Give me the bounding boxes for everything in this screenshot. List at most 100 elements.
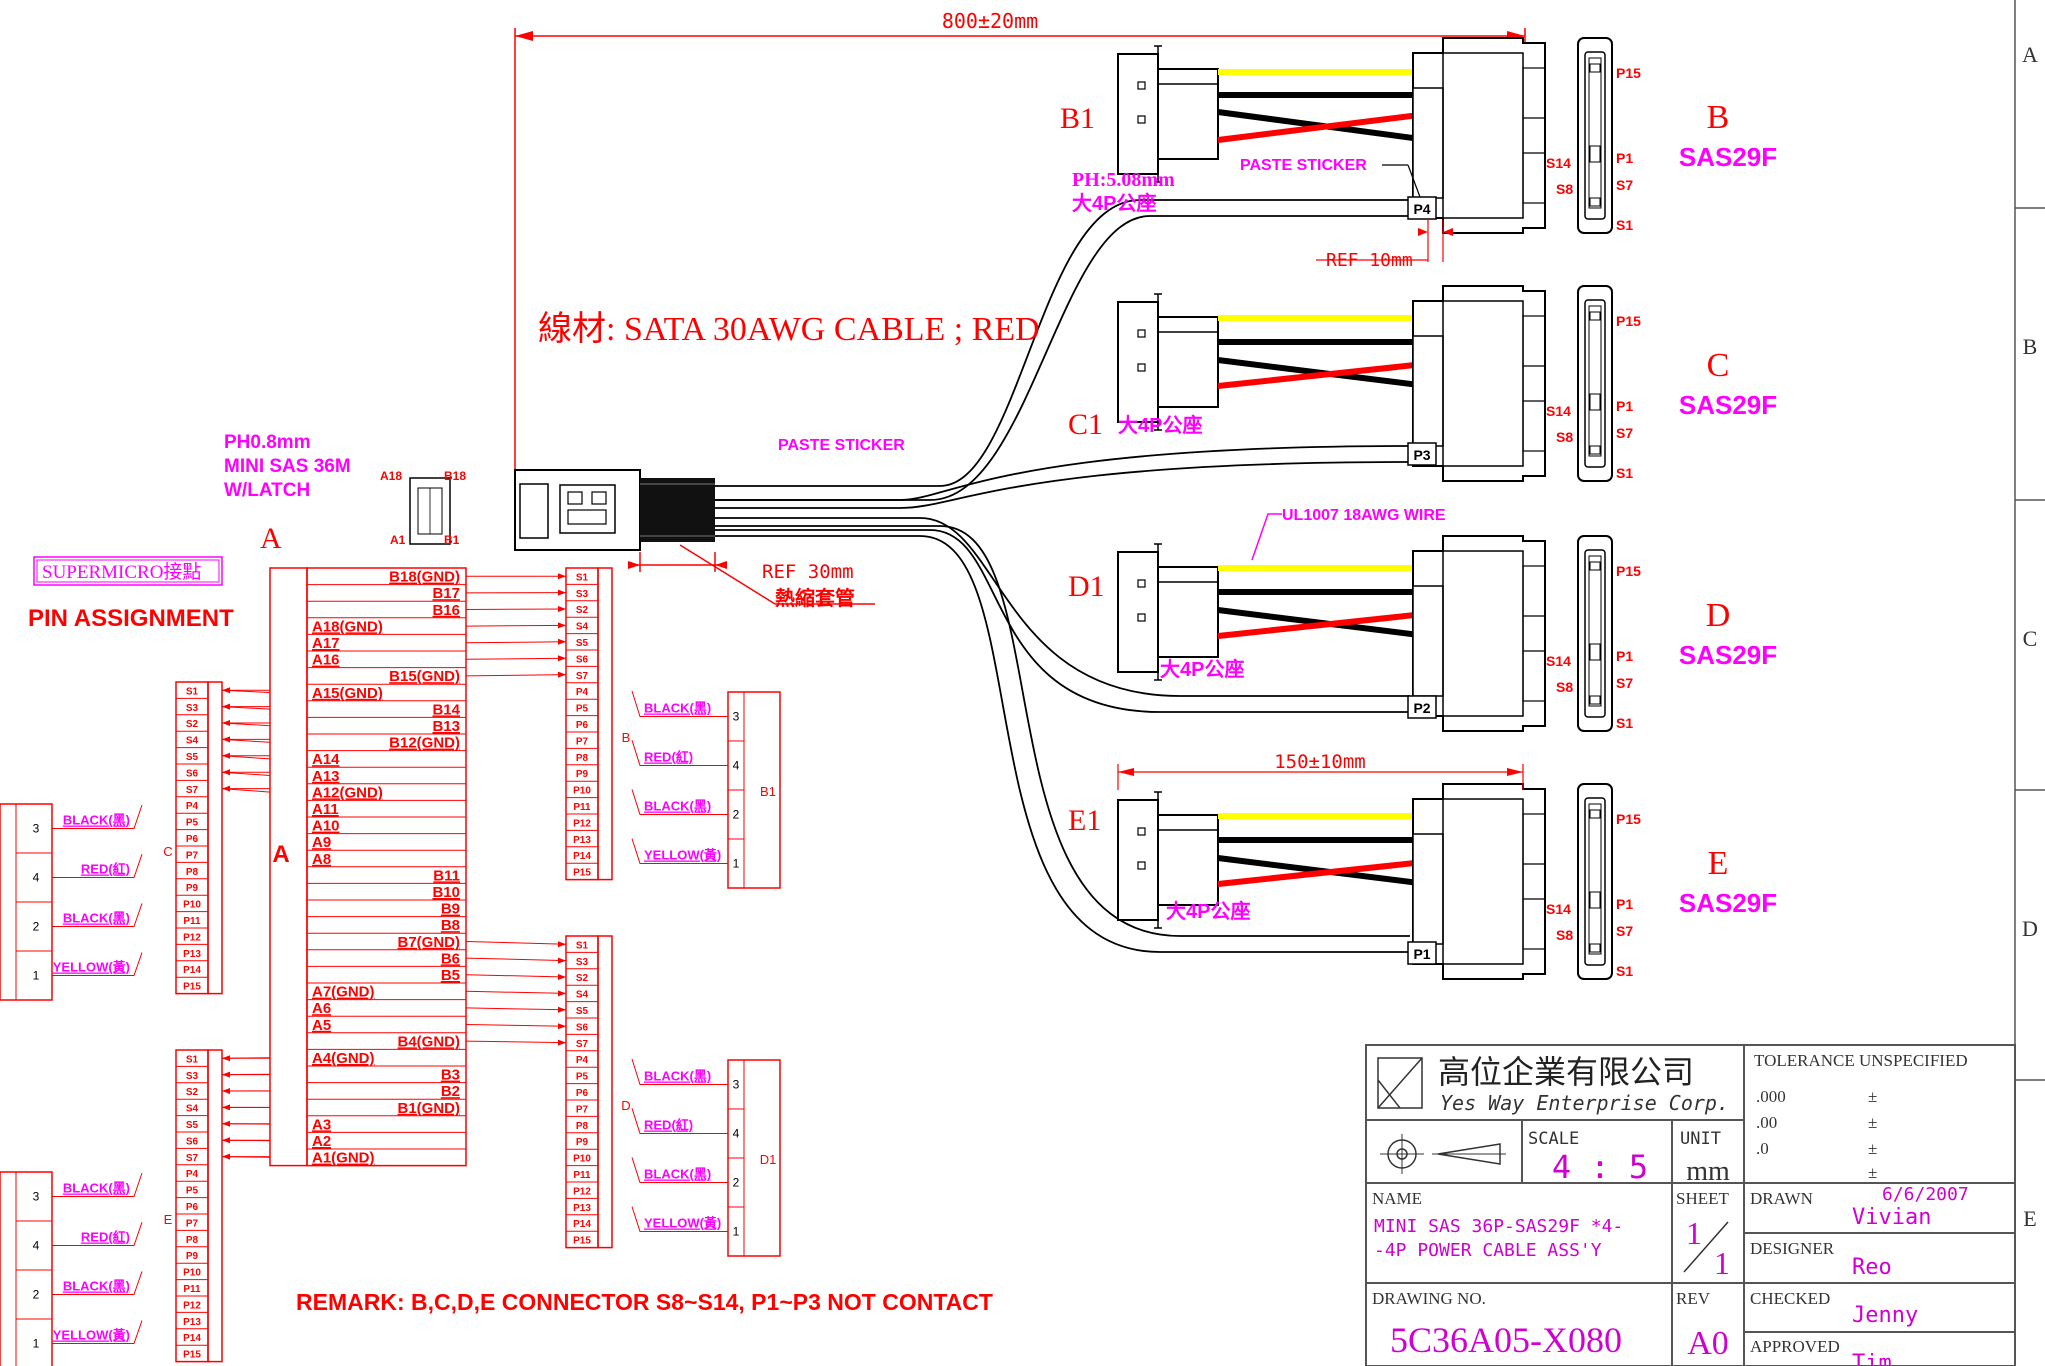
pin-row-label: B9	[441, 901, 460, 918]
approved-name: Tim	[1852, 1351, 1892, 1366]
pin-column-label: S7	[186, 1153, 199, 1164]
pin-column-label: P7	[186, 850, 199, 861]
link-b	[465, 608, 567, 610]
c-pin-p1: P1	[1616, 398, 1633, 414]
pin-column-label: P4	[576, 687, 589, 698]
pin-column-label: S3	[576, 957, 589, 968]
drawing-no-label: DRAWING NO.	[1372, 1289, 1486, 1308]
tolerance-header: TOLERANCE UNSPECIFIED	[1754, 1051, 1968, 1070]
overall-dimension: 800±20mm	[514, 9, 1526, 470]
link-d	[465, 957, 567, 962]
link-c-run	[221, 788, 271, 793]
wire-pin-b: 2	[733, 808, 740, 822]
pin-row-label: A1(GND)	[312, 1150, 375, 1167]
link-d-arrow	[558, 1023, 566, 1030]
link-b-arrow	[558, 573, 566, 580]
pin-column-label: P15	[183, 1350, 201, 1361]
wire-path-c	[52, 854, 143, 878]
b-power-name: B1	[1060, 102, 1095, 135]
company-cn: 高位企業有限公司	[1438, 1054, 1694, 1090]
name-line-1: MINI SAS 36P-SAS29F *4-	[1374, 1216, 1623, 1237]
pin-column-label: P7	[576, 736, 589, 747]
supermicro-label: SUPERMICRO接點	[42, 561, 201, 583]
link-d	[465, 1024, 567, 1027]
pin-column-label: S1	[186, 686, 199, 697]
rev-label: REV	[1676, 1289, 1711, 1308]
link-d	[465, 1007, 567, 1011]
tol-sign-3: ±	[1868, 1139, 1877, 1158]
d-sub-label: 大4P公座	[1160, 657, 1244, 681]
link-d-arrow	[558, 941, 566, 948]
wire-label-e: BLACK(黑)	[63, 1181, 130, 1196]
branch-dimension-label: 150±10mm	[1274, 751, 1366, 773]
pin-row-label: A11	[312, 801, 339, 818]
pin-column-label: P10	[573, 786, 591, 797]
pin-column-label: S3	[186, 703, 199, 714]
pin-column-label: P5	[576, 704, 589, 715]
pin-column-label: P12	[573, 1186, 591, 1197]
d-letter: D	[1706, 597, 1731, 634]
b-pin-s8: S8	[1556, 181, 1573, 197]
wire-path-d	[631, 1058, 728, 1085]
pin-row-label: B3	[441, 1067, 460, 1084]
cable-note: 線材: SATA 30AWG CABLE ; RED	[538, 310, 1040, 348]
link-e-run	[221, 1139, 271, 1142]
b-pin-p1: P1	[1616, 150, 1633, 166]
pin-row-label: A5	[312, 1017, 331, 1034]
pin-column-label: P6	[186, 834, 199, 845]
c-pin-s8: S8	[1556, 429, 1573, 445]
pin-column-label: P6	[576, 720, 589, 731]
wire-label-e: BLACK(黑)	[63, 1279, 130, 1294]
wire-pin-d: 4	[733, 1127, 740, 1141]
pin-column-label: S7	[576, 671, 589, 682]
link-b-arrow	[558, 622, 566, 629]
wire-path-c	[52, 903, 143, 927]
remark-label: REMARK: B,C,D,E CONNECTOR S8~S14, P1~P3 …	[296, 1289, 993, 1315]
pin-column-label: S2	[186, 719, 199, 730]
zone-letter-d: D	[2022, 916, 2038, 941]
link-b-arrow	[558, 606, 566, 612]
pin-column-label: P9	[576, 769, 589, 780]
c-pin-s1: S1	[1616, 465, 1633, 481]
wire-label-e: YELLOW(黃)	[53, 1328, 130, 1343]
link-b-arrow	[558, 655, 566, 662]
mini-b18: B18	[444, 469, 466, 483]
pin-column-label: S7	[186, 785, 199, 796]
link-b-arrow	[558, 638, 566, 645]
designer-name: Reo	[1852, 1255, 1892, 1280]
branch-c: P3 C1 大4P公座 C SAS29F P15 S14 P1 S8 S7 S1	[1068, 285, 1777, 482]
tol-row-2: .00	[1756, 1113, 1777, 1132]
wire-path-b	[631, 690, 728, 717]
pin-column-label: S3	[576, 589, 589, 600]
b-letter: B	[1707, 99, 1730, 136]
pin-row-label: B2	[441, 1083, 460, 1100]
pin-column-label: P8	[186, 1235, 199, 1246]
link-b	[465, 624, 567, 627]
pin-column-label: S1	[576, 940, 589, 951]
wire-pin-b: 4	[733, 759, 740, 773]
conn-letter-b: B	[622, 730, 631, 745]
link-b-arrow	[558, 671, 566, 678]
name-label: NAME	[1372, 1189, 1422, 1208]
link-b	[465, 674, 567, 677]
pin-column-label: P8	[186, 867, 199, 878]
c-plug-label: P3	[1413, 447, 1430, 463]
pin-column-label: P9	[186, 1251, 199, 1262]
b-pin-s14: S14	[1546, 155, 1571, 171]
pin-column-label: P10	[183, 1268, 201, 1279]
link-c-run	[221, 738, 271, 743]
ref-10-label: REF 10mm	[1326, 250, 1413, 271]
pin-row-label: A15(GND)	[312, 685, 383, 702]
title-block: 高位企業有限公司 Yes Way Enterprise Corp. TOLERA…	[1365, 1044, 2016, 1366]
link-d-arrow	[558, 957, 566, 964]
d-type: SAS29F	[1679, 640, 1777, 670]
e-pin-s1: S1	[1616, 963, 1633, 979]
b-pin-s1: S1	[1616, 217, 1633, 233]
conn-letter-c: C	[163, 844, 172, 859]
link-d	[465, 941, 567, 945]
pin-row-label: B1(GND)	[398, 1100, 461, 1117]
zone-letter-a: A	[2022, 42, 2038, 67]
pin-column-label: P13	[573, 1203, 591, 1214]
pin-column-edge-b	[597, 567, 613, 881]
